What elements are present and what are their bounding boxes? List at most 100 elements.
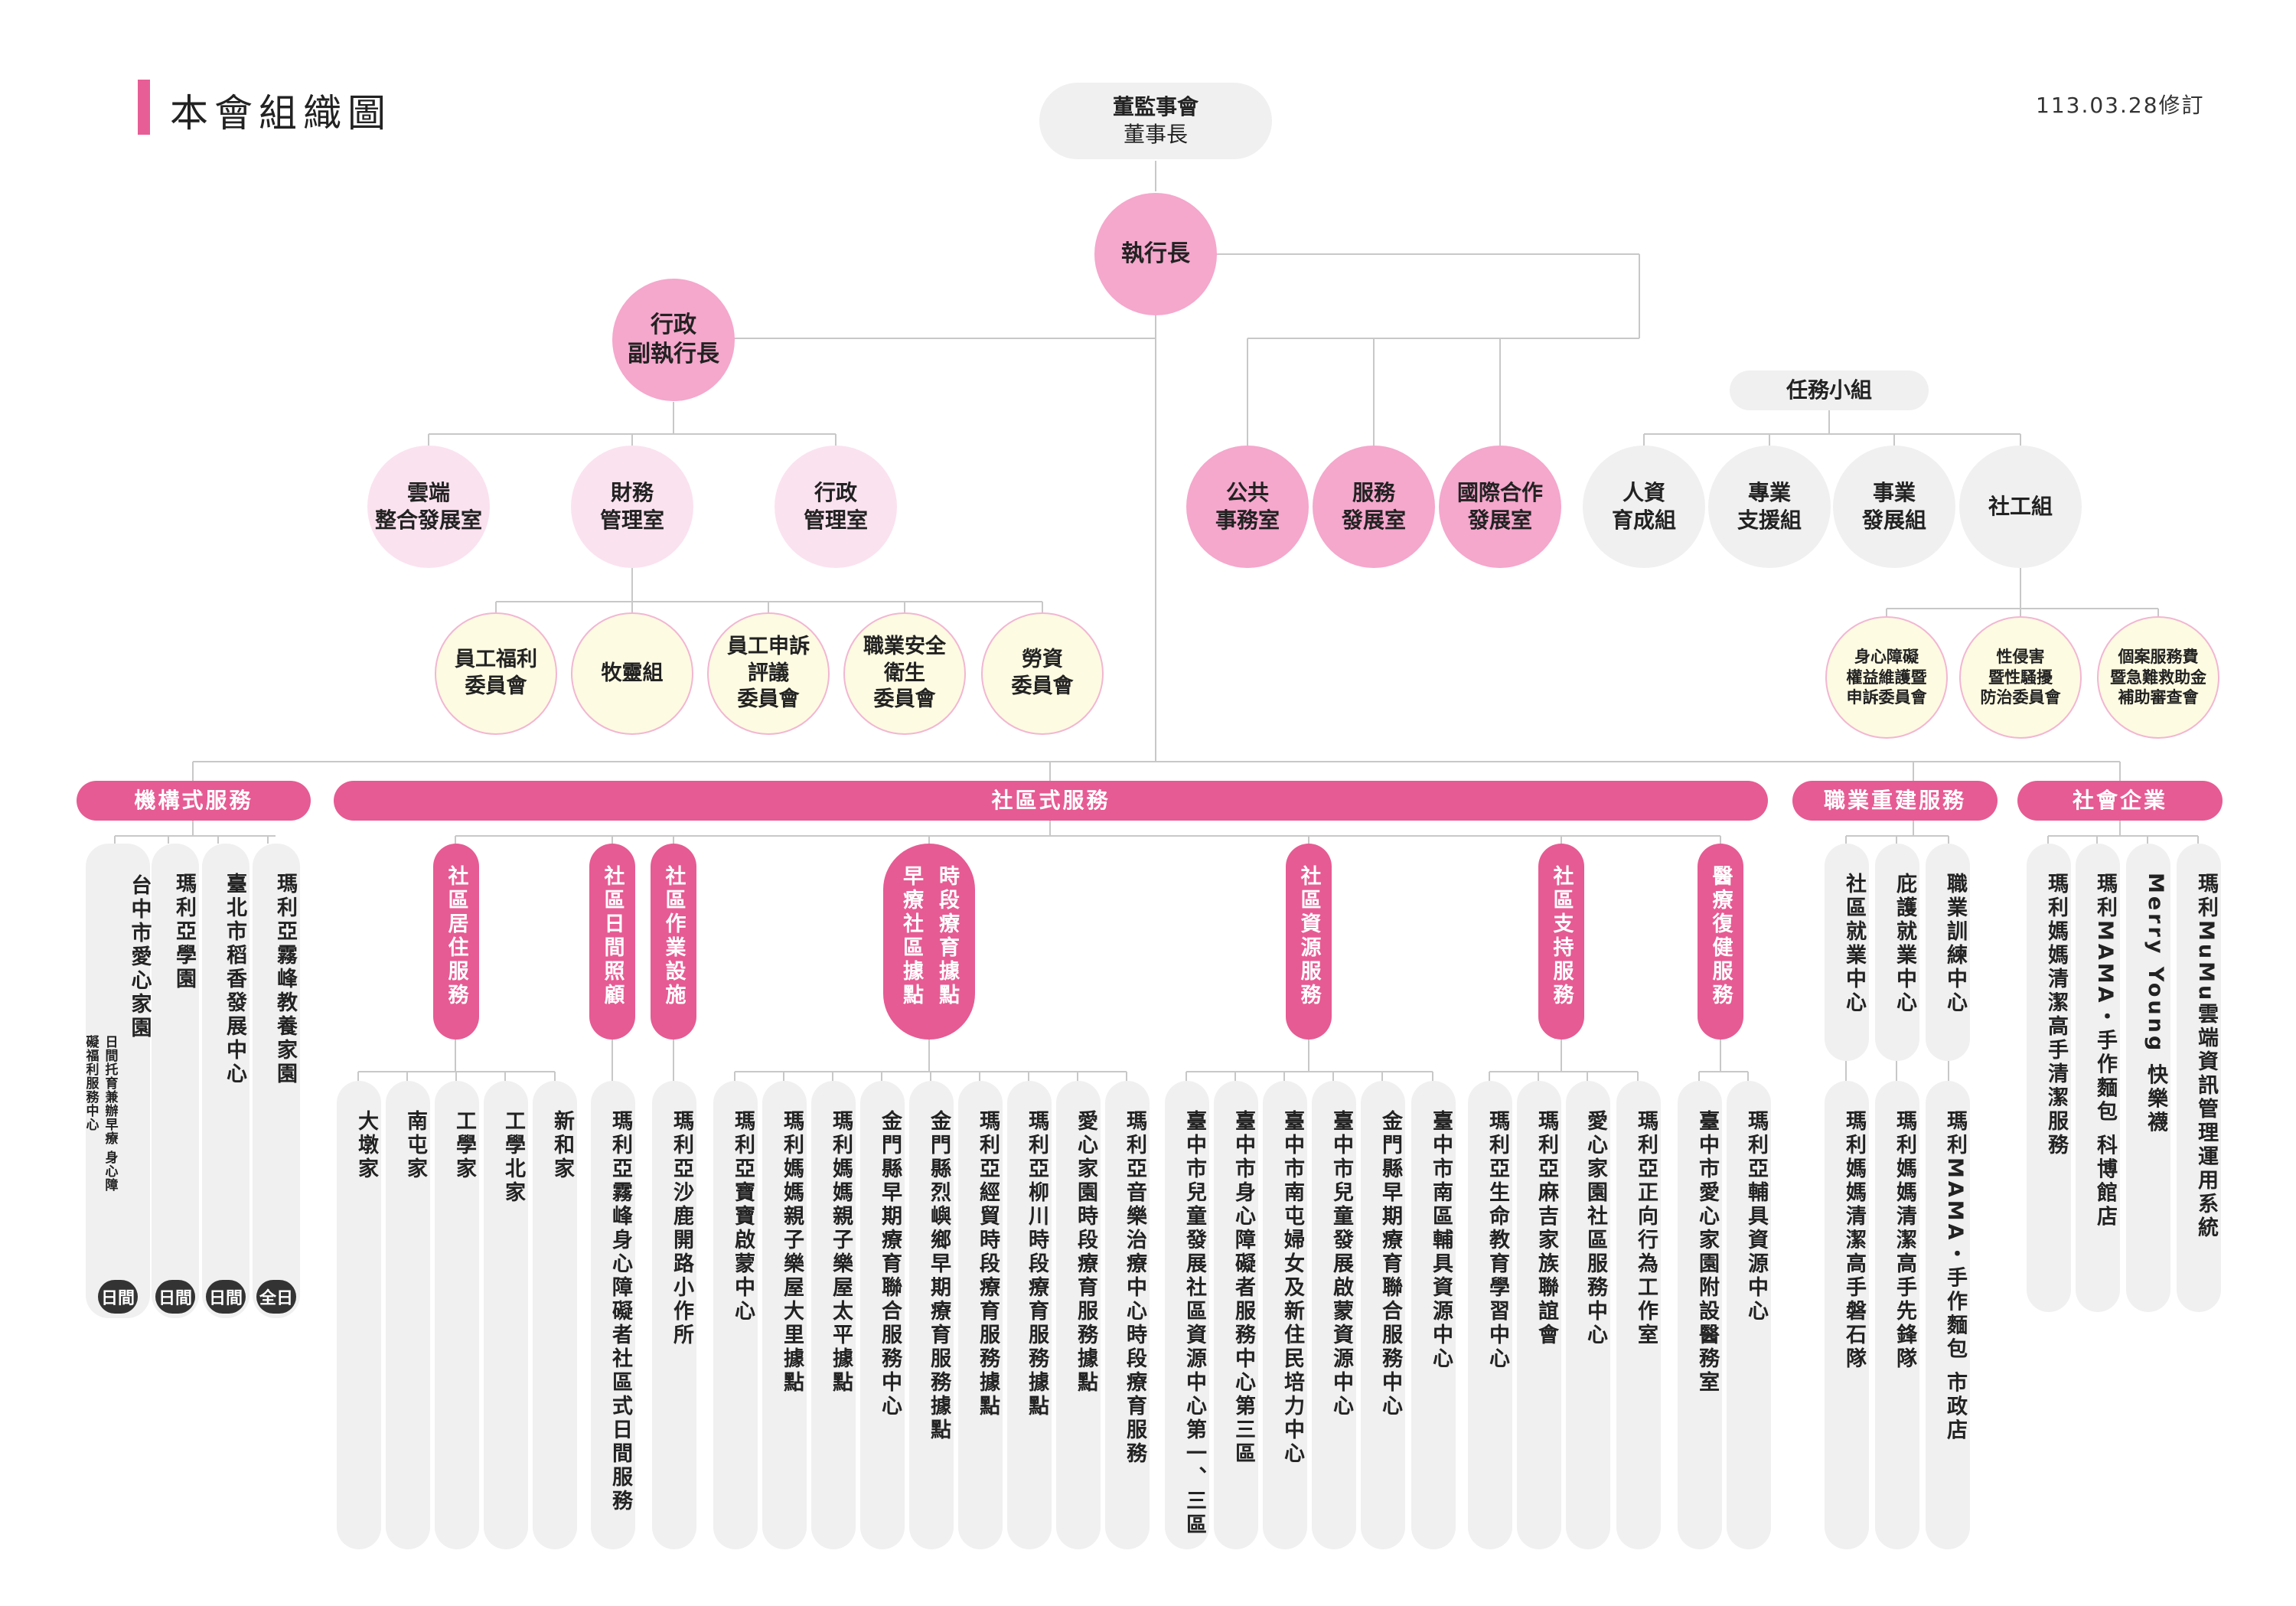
vice-ceo-line2: 副執行長: [628, 341, 719, 367]
group-medical-label: 醫療復健服務: [1708, 865, 1733, 1007]
task-group-text: 任務小組: [1786, 377, 1872, 403]
schedule-badge: 日間: [206, 1280, 246, 1314]
service-unit: 金門縣早期療育聯合服務中心: [1361, 1081, 1405, 1549]
service-unit-name: 南屯家: [403, 1110, 427, 1181]
enterprise-unit-name: 瑪利MAMA・手作麵包 科博館店: [2093, 873, 2117, 1229]
enterprise-unit: 瑪利媽媽清潔高手清潔服務: [2027, 844, 2071, 1312]
committee-disability-rights: 身心障礙 權益維護暨 申訴委員會: [1825, 616, 1948, 739]
title-accent-bar: [138, 80, 150, 135]
vice-ceo-line1: 行政: [651, 311, 696, 338]
schedule-badge: 全日: [256, 1280, 296, 1314]
bar-institution: 機構式服務: [77, 781, 311, 821]
vocational-team-name: 瑪利MAMA・手作麵包 市政店: [1943, 1110, 1967, 1443]
office-admin-line1: 行政: [814, 480, 857, 506]
service-unit-name: 瑪利亞柳川時段療育服務據點: [1025, 1110, 1049, 1418]
institution-unit-sub: 日間托育兼辦早療 身心障礙福利服務中心: [83, 1035, 118, 1192]
service-unit: 金門縣烈嶼鄉早期療育服務據點: [909, 1081, 954, 1549]
committee-safety-line2: 衛生: [884, 661, 925, 685]
task-group-label: 任務小組: [1730, 370, 1929, 410]
bar-vocational-text: 職業重建服務: [1823, 788, 1966, 814]
service-unit: 南屯家: [386, 1081, 430, 1549]
bar-enterprise-text: 社會企業: [2072, 788, 2167, 814]
committee-case-line3: 補助審查會: [2118, 688, 2199, 707]
service-unit-name: 臺中市兒童發展社區資源中心第一、三區: [1182, 1110, 1206, 1537]
institution-unit: 瑪利亞學園: [152, 844, 199, 1318]
enterprise-unit-name: 瑪利媽媽清潔高手清潔服務: [2044, 873, 2068, 1157]
committee-harassment-line1: 性侵害: [1996, 647, 2045, 666]
service-unit: 臺中市南區輔具資源中心: [1411, 1081, 1456, 1549]
vocational-team-name: 瑪利媽媽清潔高手先鋒隊: [1893, 1110, 1916, 1371]
service-unit-name: 瑪利亞經貿時段療育服務據點: [976, 1110, 1000, 1418]
ceo-label: 執行長: [1121, 240, 1190, 267]
service-unit: 臺中市南屯婦女及新住民培力中心: [1263, 1081, 1307, 1549]
page-title: 本會組織圖: [170, 91, 392, 135]
group-medical: 醫療復健服務: [1698, 844, 1743, 1040]
service-unit: 瑪利亞音樂治療中心時段療育服務: [1105, 1081, 1150, 1549]
schedule-badge: 日間: [98, 1280, 138, 1314]
committee-safety: 職業安全 衛生 委員會: [843, 612, 966, 735]
board-chair: 董事長: [1123, 122, 1188, 147]
committee-case-line1: 個案服務費: [2118, 647, 2199, 666]
service-unit-name: 愛心家園社區服務中心: [1583, 1110, 1607, 1347]
service-unit: 金門縣早期療育聯合服務中心: [860, 1081, 905, 1549]
committee-safety-line3: 委員會: [873, 687, 936, 712]
enterprise-unit: 瑪利MAMA・手作麵包 科博館店: [2076, 844, 2120, 1312]
group-resource-label: 社區資源服務: [1296, 865, 1321, 1007]
institution-unit-name: 瑪利亞霧峰教養家園: [273, 873, 297, 1086]
committee-labor-line2: 委員會: [1011, 674, 1074, 698]
group-early-intervention: 時段療育據點 早療社區據點: [883, 844, 975, 1040]
service-unit-name: 金門縣早期療育聯合服務中心: [878, 1110, 902, 1418]
vocational-team: 瑪利媽媽清潔高手先鋒隊: [1875, 1081, 1919, 1549]
group-day-care: 社區日間照顧: [589, 844, 635, 1040]
vocational-center-name: 社區就業中心: [1842, 873, 1866, 1015]
service-unit-name: 瑪利媽媽親子樂屋大里據點: [780, 1110, 804, 1395]
office-international-line1: 國際合作: [1456, 480, 1543, 506]
service-unit: 新和家: [533, 1081, 577, 1549]
service-unit: 瑪利亞經貿時段療育服務據點: [958, 1081, 1003, 1549]
service-unit-name: 臺中市身心障礙者服務中心第三區: [1231, 1110, 1255, 1466]
service-unit-name: 金門縣早期療育聯合服務中心: [1378, 1110, 1402, 1418]
service-unit: 瑪利亞麻吉家族聯誼會: [1517, 1081, 1561, 1549]
service-unit: 工學北家: [484, 1081, 528, 1549]
service-unit-name: 大墩家: [354, 1110, 378, 1181]
unit-hr: 人資 育成組: [1583, 446, 1705, 568]
group-support-label: 社區支持服務: [1549, 865, 1574, 1007]
bar-social-enterprise: 社會企業: [2017, 781, 2223, 821]
committee-harassment-line2: 暨性騷擾: [1988, 668, 2053, 687]
institution-unit: 台中市愛心家園 日間托育兼辦早療 身心障礙福利服務中心: [83, 844, 152, 1318]
committee-disability-line2: 權益維護暨: [1846, 668, 1927, 687]
service-unit: 瑪利亞霧峰身心障礙者社區式日間服務: [591, 1081, 635, 1549]
service-unit-name: 瑪利亞正向行為工作室: [1634, 1110, 1658, 1347]
service-unit: 瑪利亞生命教育學習中心: [1468, 1081, 1512, 1549]
service-unit: 瑪利亞柳川時段療育服務據點: [1007, 1081, 1052, 1549]
board-title: 董監事會: [1112, 94, 1199, 120]
unit-business-line2: 發展組: [1861, 508, 1926, 533]
service-unit: 瑪利亞寶寶啟蒙中心: [713, 1081, 758, 1549]
committee-welfare: 員工福利 委員會: [435, 612, 557, 735]
service-unit-name: 愛心家園時段療育服務據點: [1074, 1110, 1097, 1395]
committee-harassment-line3: 防治委員會: [1980, 688, 2061, 707]
service-unit-name: 臺中市南屯婦女及新住民培力中心: [1280, 1110, 1304, 1466]
office-cloud-line2: 整合發展室: [374, 508, 482, 533]
enterprise-unit: 瑪利MuMu雲端資訊管理運用系統: [2177, 844, 2221, 1312]
committee-disability-line3: 申訴委員會: [1846, 688, 1927, 707]
service-unit: 臺中市身心障礙者服務中心第三區: [1214, 1081, 1258, 1549]
committee-safety-line1: 職業安全: [863, 635, 946, 659]
bar-vocational: 職業重建服務: [1792, 781, 1998, 821]
unit-social-work-line1: 社工組: [1988, 494, 2053, 520]
service-unit-name: 瑪利亞音樂治療中心時段療育服務: [1123, 1110, 1146, 1466]
service-unit-name: 瑪利媽媽親子樂屋太平據點: [829, 1110, 853, 1395]
service-unit-name: 工學家: [452, 1110, 476, 1181]
group-workshop-label: 社區作業設施: [661, 865, 686, 1007]
service-unit: 瑪利亞沙鹿開路小作所: [652, 1081, 696, 1549]
service-unit: 臺中市愛心家園附設醫務室: [1678, 1081, 1722, 1549]
service-unit-name: 瑪利亞生命教育學習中心: [1486, 1110, 1509, 1371]
service-unit-name: 瑪利亞沙鹿開路小作所: [670, 1110, 693, 1347]
service-unit: 愛心家園時段療育服務據點: [1056, 1081, 1101, 1549]
committee-grievance-line3: 委員會: [737, 687, 800, 712]
committee-labor-line1: 勞資: [1022, 648, 1063, 672]
unit-business-line1: 事業: [1872, 480, 1916, 506]
office-service-line1: 服務: [1352, 480, 1395, 506]
group-workshop: 社區作業設施: [651, 844, 696, 1040]
office-cloud: 雲端 整合發展室: [367, 446, 490, 568]
